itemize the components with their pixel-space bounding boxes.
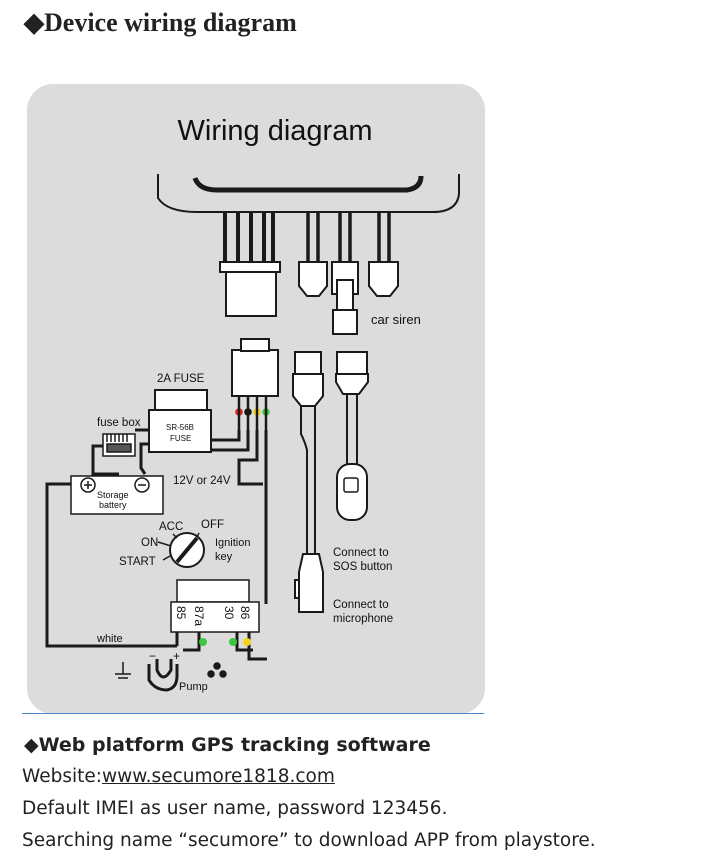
microphone [294, 553, 324, 613]
sos-cable [346, 394, 358, 464]
ignition-start-label: START [119, 556, 156, 568]
white-wire-label: white [96, 633, 123, 645]
fuse-2a-label: 2A FUSE [157, 373, 205, 385]
section-heading-wiring: ◆Device wiring diagram [24, 8, 297, 38]
fuse-part-bottom: FUSE [170, 434, 191, 443]
relay-pin-85: 85 [174, 606, 188, 620]
battery-label-line2: battery [99, 500, 127, 510]
ignition-key-icon [157, 532, 205, 568]
divider [22, 713, 484, 714]
fuse-box-label: fuse box [97, 417, 141, 429]
app-download-info: Searching name “secumore” to download AP… [22, 830, 596, 851]
ignition-acc-label: ACC [159, 521, 183, 533]
website-link[interactable]: www.secumore1818.com [101, 766, 335, 787]
main-connector-bottom [231, 338, 279, 397]
website-line: Website:www.secumore1818.com [22, 766, 335, 787]
ground-symbol-right [207, 662, 227, 678]
mic-label-line2: microphone [333, 613, 393, 625]
diagram-title: Wiring diagram [178, 115, 373, 147]
mic-cable [300, 406, 316, 554]
power-harness-wires [237, 396, 268, 430]
ignition-key-line1: Ignition [215, 537, 250, 549]
storage-battery [70, 475, 164, 515]
login-info: Default IMEI as user name, password 1234… [22, 798, 448, 819]
fuse-box [102, 433, 136, 457]
ignition-off-label: OFF [201, 519, 224, 531]
fuse-part-top: SR-56B [166, 423, 194, 432]
voltage-label: 12V or 24V [173, 475, 231, 487]
relay-pin-86: 86 [238, 606, 252, 620]
relay-block [170, 579, 260, 633]
pump-minus-label: − [149, 649, 156, 663]
accessory-wires [306, 212, 391, 262]
pump-label: Pump [179, 681, 208, 693]
sos-mic-connectors [292, 351, 369, 407]
section-heading-software: ◆Web platform GPS tracking software [24, 734, 431, 756]
wiring-diagram: Wiring diagram car siren [27, 84, 485, 714]
diamond-bullet-icon: ◆ [24, 734, 39, 756]
battery-label-line1: Storage [97, 490, 129, 500]
ignition-on-label: ON [141, 537, 158, 549]
sos-label-line2: SOS button [333, 561, 392, 573]
car-siren-label: car siren [371, 312, 421, 327]
main-harness-wires [223, 212, 275, 262]
relay-leds [199, 638, 251, 646]
pump-icon [147, 664, 179, 692]
main-connector-top [219, 261, 281, 317]
relay-pin-87a: 87a [192, 606, 206, 626]
tracker-device-body [157, 174, 460, 213]
mic-label-line1: Connect to [333, 599, 389, 611]
section-title: Device wiring diagram [44, 8, 297, 37]
section-title: Web platform GPS tracking software [38, 734, 431, 756]
sos-label-line1: Connect to [333, 547, 389, 559]
ground-symbol-left [115, 662, 131, 679]
diamond-bullet-icon: ◆ [24, 8, 44, 37]
relay-pin-30: 30 [222, 606, 236, 620]
ignition-key-line2: key [215, 551, 233, 563]
sos-button [336, 463, 368, 521]
website-label: Website: [22, 766, 102, 787]
accessory-connectors [298, 261, 399, 335]
pump-plus-label: + [173, 649, 180, 663]
